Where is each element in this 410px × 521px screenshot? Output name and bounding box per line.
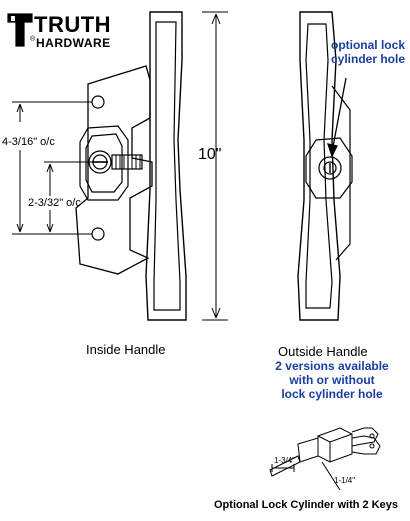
callout-line-1: optional lock — [330, 38, 405, 52]
outside-handle-label: Outside Handle — [278, 344, 368, 359]
versions-note-line-3: lock cylinder hole — [281, 387, 383, 401]
callout-arrow — [327, 77, 347, 158]
latch-spacing-dimension — [44, 161, 92, 233]
cylinder-dimension-a: 1-3/4" — [274, 456, 296, 465]
lock-cylinder-drawing — [269, 427, 381, 491]
latch-spacing-label: 2-3/32" o/c — [28, 197, 81, 209]
versions-note-line-1: 2 versions available — [275, 359, 389, 373]
outside-handle-drawing — [297, 11, 353, 321]
height-dimension-label: 10" — [198, 146, 222, 163]
callout-line-2: cylinder hole — [330, 52, 406, 66]
height-dimension-line — [202, 11, 228, 321]
brand-wordmark: TRUTH — [34, 12, 112, 37]
cylinder-dimension-b: 1-1/4" — [334, 476, 356, 485]
screw-spacing-dimension — [12, 101, 92, 235]
cylinder-caption: Optional Lock Cylinder with 2 Keys — [214, 499, 398, 511]
versions-note-line-2: with or without — [289, 373, 375, 387]
screw-spacing-label: 4-3/16" o/c — [2, 136, 55, 148]
truth-logo-icon — [7, 13, 33, 47]
brand-subtitle: HARDWARE — [36, 36, 111, 50]
inside-handle-drawing — [75, 11, 187, 321]
registered-mark: ® — [30, 36, 36, 43]
inside-handle-label: Inside Handle — [86, 342, 166, 357]
